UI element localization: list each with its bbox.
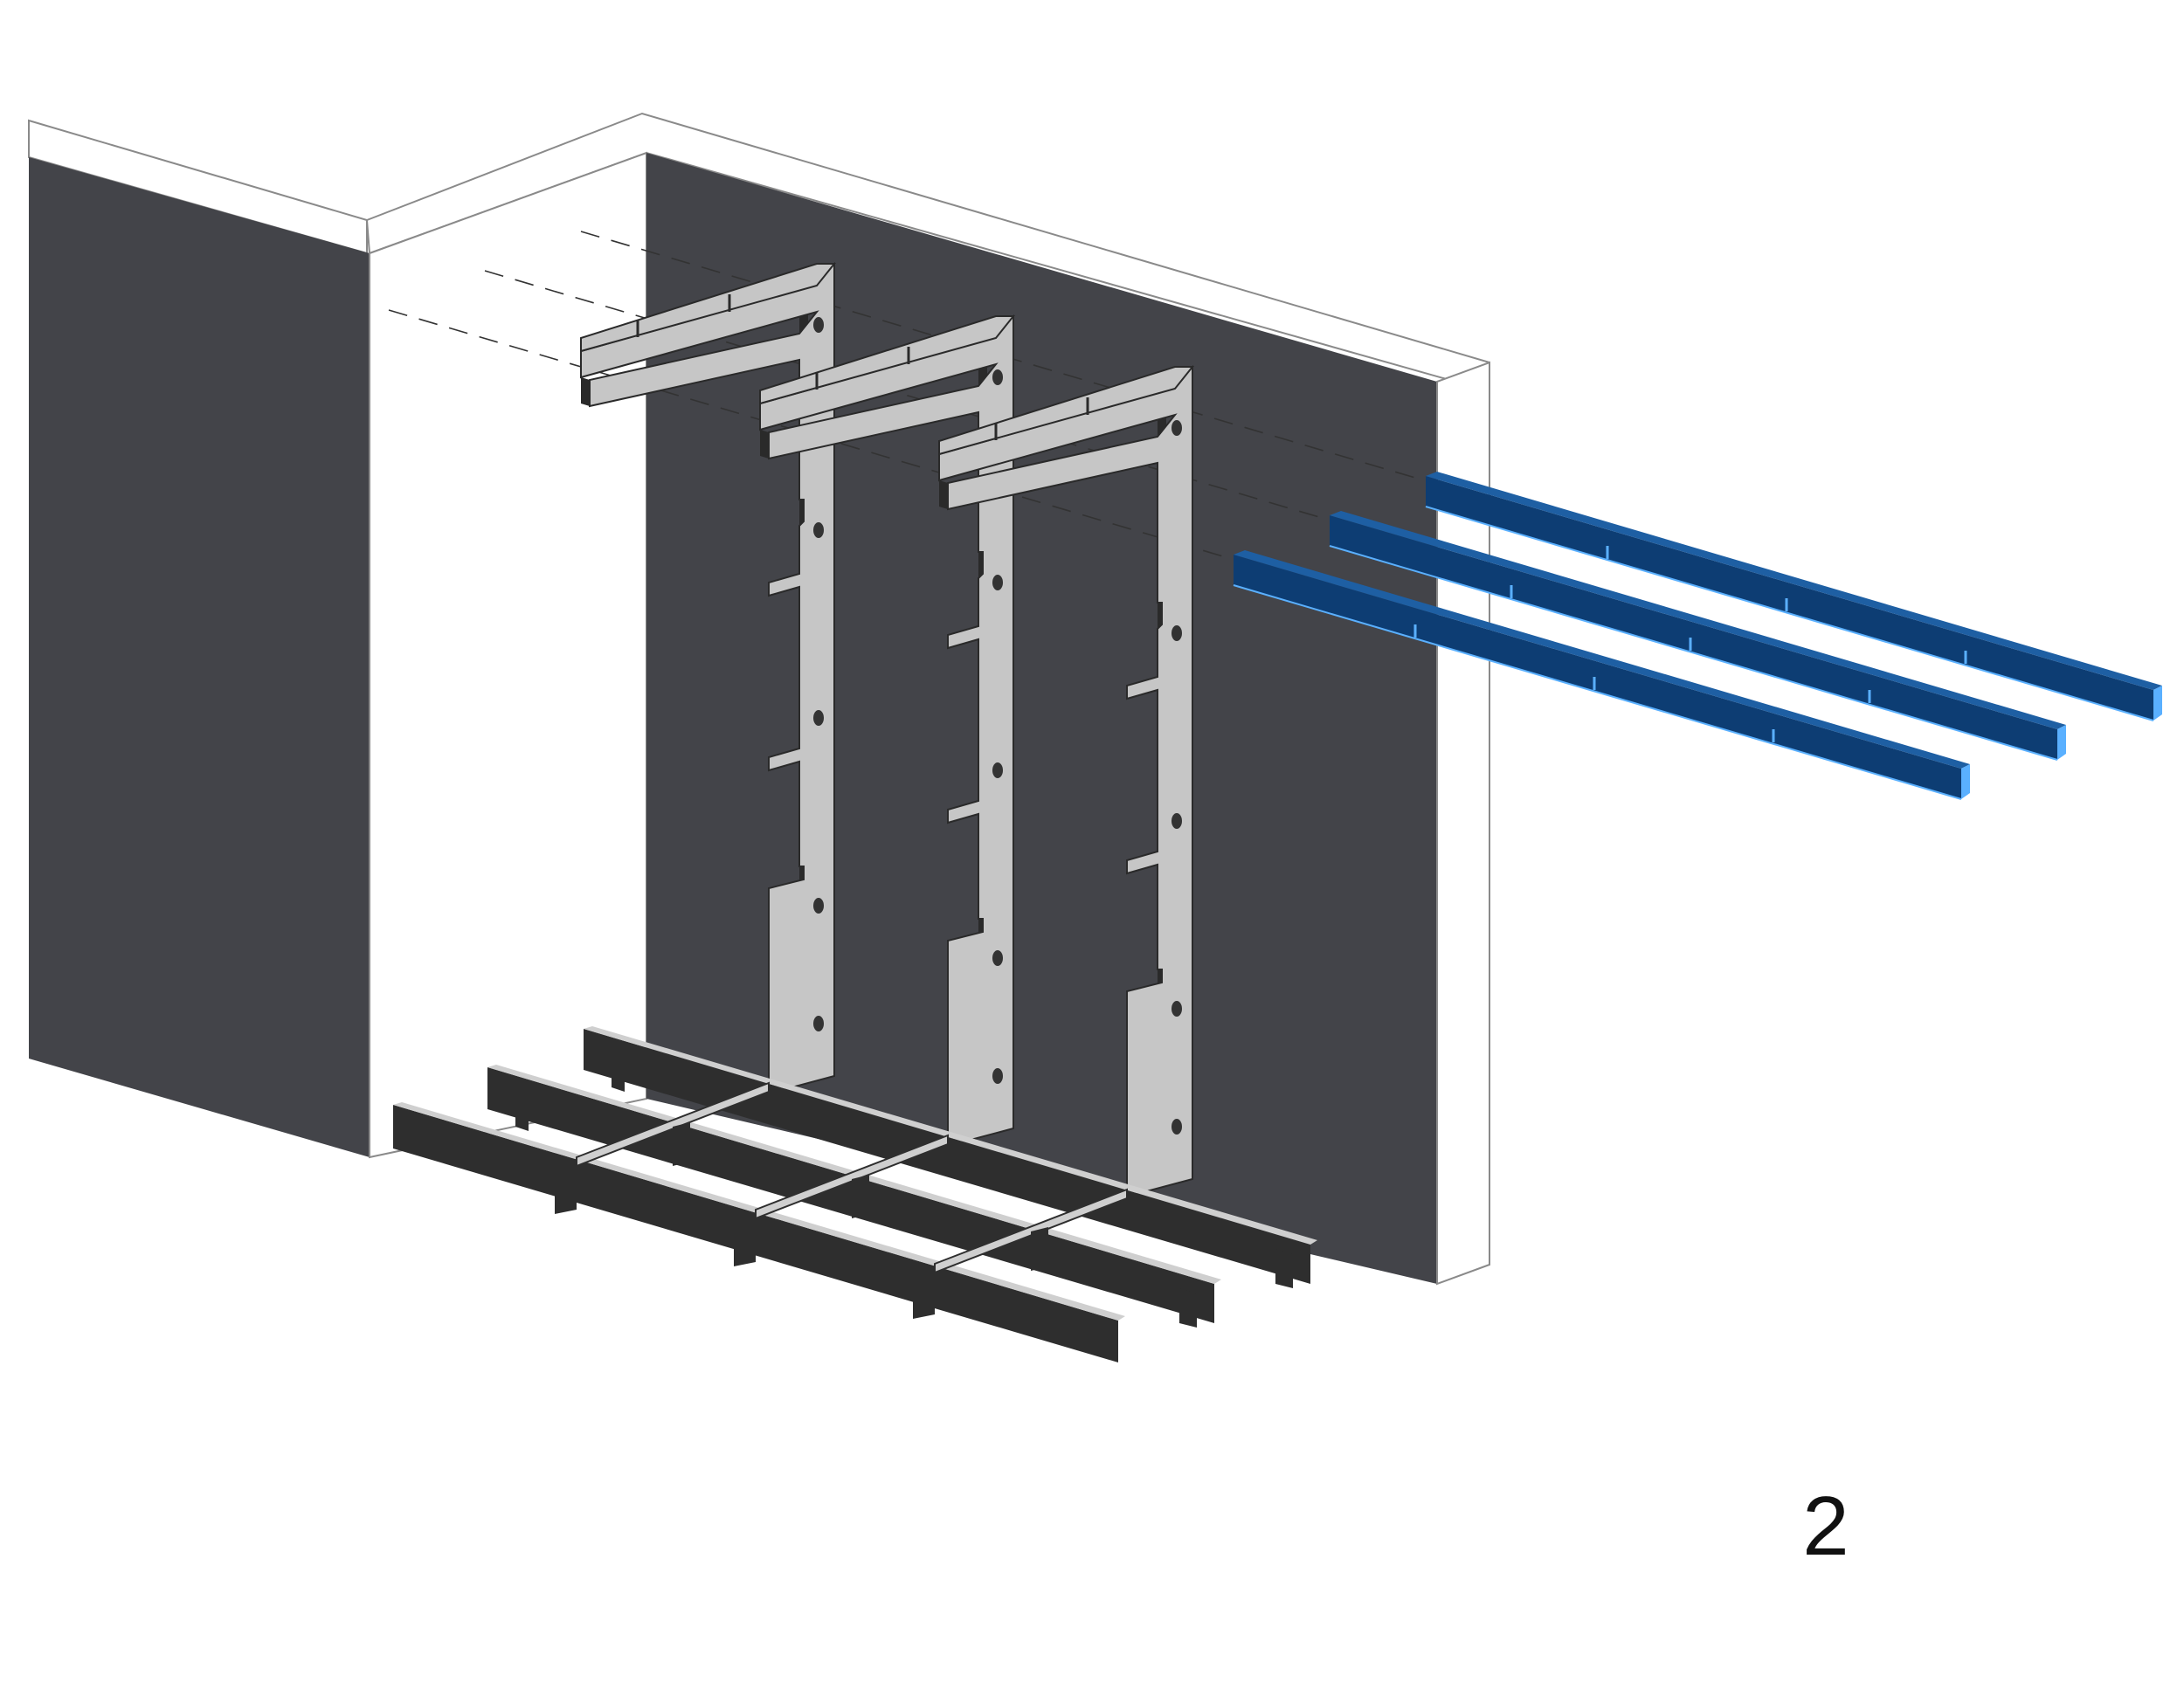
rail-1 [1425,472,2162,721]
niche-side [369,151,647,1159]
guide-line-3 [388,309,1233,560]
step-number: 2 [1802,1480,1849,1573]
rail-2 [1329,511,2066,761]
right-wall-edge [1436,361,1490,1286]
floor-grid [393,1026,1317,1362]
left-wall-face [29,157,370,1157]
guide-line-1 [580,231,1425,481]
rails [1233,472,2162,800]
grid-cross-pieces [576,1081,1128,1274]
rail-3 [1233,550,1970,800]
grid-tabs [555,1122,1048,1319]
